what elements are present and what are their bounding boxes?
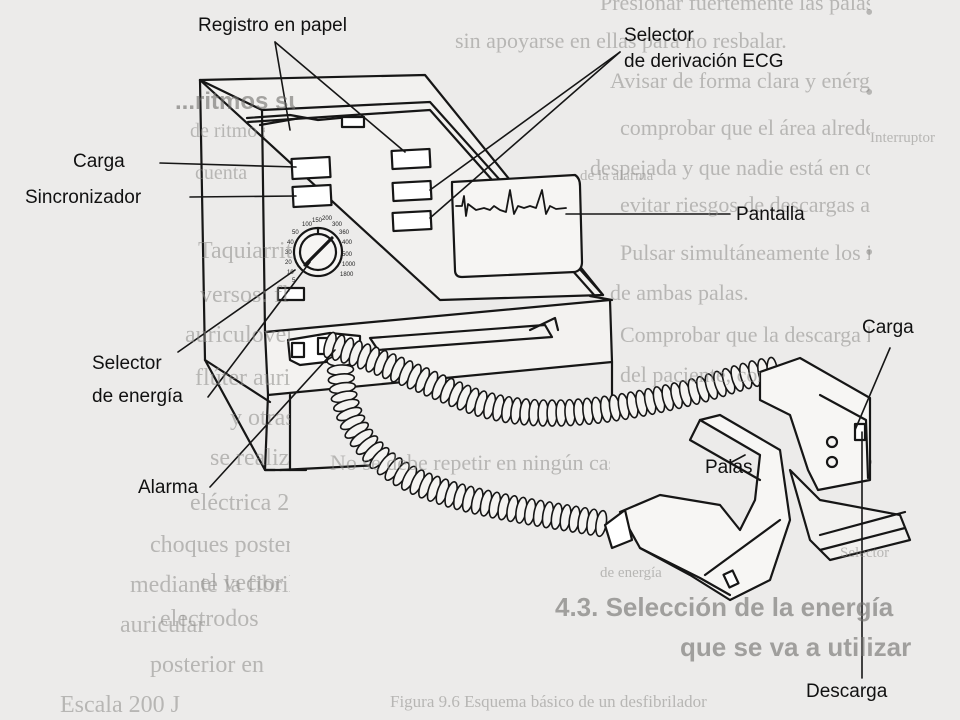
dial-tick: 500 xyxy=(342,252,353,258)
label-selector-energia-2: de energía xyxy=(92,386,183,407)
paper-record-button[interactable] xyxy=(390,147,432,171)
lead-selector-button-2[interactable] xyxy=(391,209,433,233)
bg-right-line: evitar riesgos de descargas accidentales… xyxy=(620,192,870,217)
dial-tick: 20 xyxy=(285,260,292,266)
charge-button[interactable] xyxy=(290,155,332,181)
dial-tick: 1800 xyxy=(340,272,354,278)
dial-tick: 200 xyxy=(322,216,333,222)
label-pantalla: Pantalla xyxy=(736,204,805,225)
bg-left-line: se realizan con cardioversión xyxy=(210,445,290,471)
dial-tick: 400 xyxy=(342,240,353,246)
dial-tick: 300 xyxy=(332,222,343,228)
bg-left-line: de ritmo similar a la xyxy=(190,120,265,142)
control-panel xyxy=(258,115,433,302)
dial-tick: 10 xyxy=(287,270,294,276)
bg-figure-caption: Figura 9.6 Esquema básico de un desfibri… xyxy=(390,692,707,711)
label-descarga: Descarga xyxy=(806,681,888,702)
bg-left-line: choques posteriores xyxy=(150,532,290,558)
dial-ticks: 100 150 200 300 360 400 500 1000 1800 50… xyxy=(285,216,356,284)
paper-slot xyxy=(340,115,366,129)
dial-tick: 5 xyxy=(292,278,296,284)
bg-left-line: eléctrica 2001 xyxy=(190,490,290,516)
label-sincronizador: Sincronizador xyxy=(25,187,142,208)
bg-left-line: auricular xyxy=(120,612,206,638)
bg-right-line: despejada y que nadie está en contacto c… xyxy=(590,155,870,180)
dial-tick: 1000 xyxy=(342,262,356,268)
bg-line: • xyxy=(865,80,874,106)
label-carga-top: Carga xyxy=(73,151,125,172)
bg-right-line: Avisar de forma clara y enérgica de la d… xyxy=(610,68,870,93)
bg-right-line: de ambas palas. xyxy=(610,280,749,305)
bg-left-line: y otras supraventriculares xyxy=(230,405,290,431)
charge-paddle-button[interactable] xyxy=(853,422,867,442)
lead-selector-button-1[interactable] xyxy=(391,179,433,203)
dial-tick: 40 xyxy=(287,240,294,246)
bg-left-line: versos: flúter auricular, xyxy=(200,282,290,308)
energy-selector-dial[interactable] xyxy=(292,226,344,278)
bg-line: • xyxy=(865,0,874,26)
label-palas: Palas xyxy=(705,457,753,478)
bg-left-line: cuenta xyxy=(195,162,248,184)
bg-right-line: del paciente, confirmándose así la desca… xyxy=(620,362,760,387)
bg-section-heading: que se va a utilizar xyxy=(680,632,912,662)
label-selector-energia-1: Selector xyxy=(92,353,162,374)
bg-caption: de la alarma xyxy=(580,168,654,184)
dial-tick: 100 xyxy=(302,222,313,228)
bg-section-heading: 4.3. Selección de la energía xyxy=(555,592,894,622)
bg-left-line: Escala 200 J xyxy=(60,692,180,718)
bg-left-line: electrodos xyxy=(160,606,259,632)
discharge-paddle-button[interactable] xyxy=(722,569,740,589)
bg-right-line: No se debe repetir en ningún caso la des… xyxy=(330,450,610,475)
bg-right-line: comprobar que el área alrededor del paci… xyxy=(620,115,870,140)
label-alarma: Alarma xyxy=(138,477,199,498)
leader-lines xyxy=(159,41,891,679)
dial-tick: 360 xyxy=(339,230,350,236)
bg-left-line: Taquiarritmias supra- xyxy=(198,238,293,264)
label-registro-en-papel: Registro en papel xyxy=(198,15,347,36)
dial-tick: 150 xyxy=(312,218,323,224)
dial-tick: 50 xyxy=(292,230,299,236)
ecg-trace xyxy=(455,189,567,217)
ecg-screen xyxy=(450,173,584,279)
bg-left-line: mediante la fibrilación xyxy=(130,572,290,598)
bg-left-line: el vector xyxy=(200,570,284,596)
bg-right-line: sin apoyarse en ellas para no resbalar. xyxy=(455,28,787,53)
bg-right-line: Pulsar simultáneamente los interruptores… xyxy=(620,240,870,265)
bg-right-line: Presionar fuertemente las palas sobre el… xyxy=(600,0,870,15)
bg-caption: Selector xyxy=(840,545,890,561)
paddles xyxy=(603,356,912,602)
bg-caption: Interruptor xyxy=(870,130,935,146)
bg-right-line: Comprobar que la descarga ha producido l… xyxy=(620,322,870,347)
bg-left-line: posterior en xyxy=(150,652,264,678)
label-carga-right: Carga xyxy=(862,317,914,338)
bg-left-line: auriculoventricular y fibri- xyxy=(185,322,290,348)
bg-left-line: flúter auricular y xyxy=(195,365,290,391)
sync-button[interactable] xyxy=(291,183,333,209)
dial-tick: 30 xyxy=(285,250,292,256)
label-selector-derivacion-2: de derivación ECG xyxy=(624,51,784,72)
bg-left-heading: ...ritmos susceptibles de descarga xyxy=(175,88,295,115)
bg-line: • xyxy=(865,240,874,266)
bg-caption: de energía xyxy=(600,565,662,581)
label-selector-derivacion-1: Selector xyxy=(624,25,694,46)
